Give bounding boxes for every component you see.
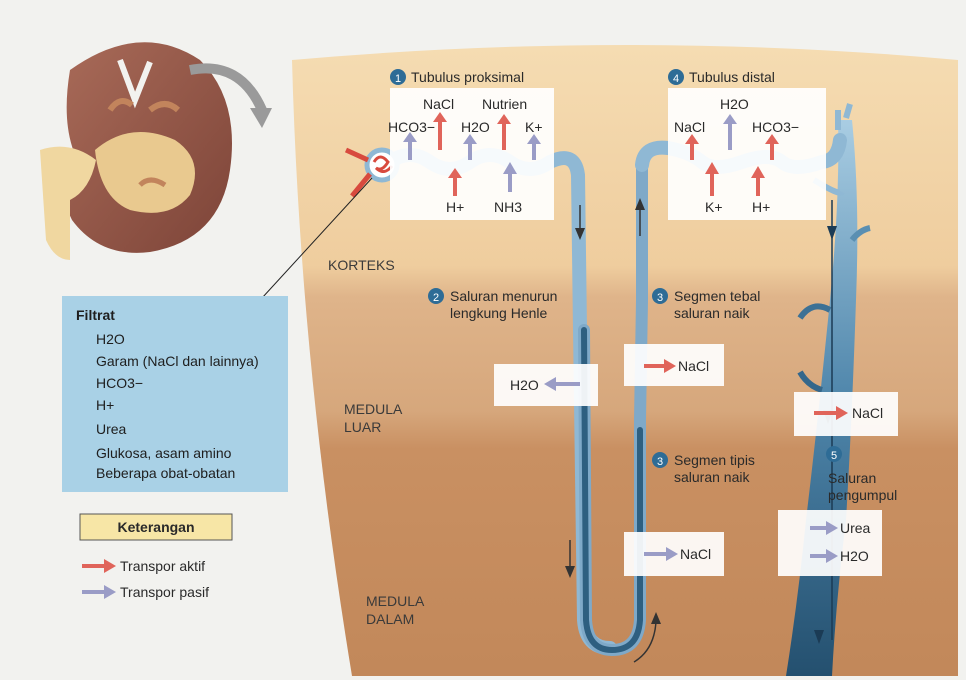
- filtrate-box: [62, 296, 288, 492]
- descending-h2o-label: H2O: [510, 377, 539, 393]
- legend-active-arrow: [104, 559, 116, 573]
- ion-hco3-distal: HCO3−: [752, 119, 799, 135]
- legend-passive-arrow: [104, 585, 116, 599]
- legend-active-label: Transpor aktif: [120, 558, 205, 574]
- section-thin-ascending-title-2: saluran naik: [674, 469, 750, 485]
- section-descending-title-1: Saluran menurun: [450, 288, 557, 304]
- kidney-illustration: [40, 42, 232, 260]
- ion-nh3: NH3: [494, 199, 522, 215]
- section-proximal-title: Tubulus proksimal: [411, 69, 524, 85]
- badge-descending-num: 2: [433, 292, 439, 304]
- thick-nacl-label: NaCl: [678, 358, 709, 374]
- zone-cortex: KORTEKS: [328, 257, 395, 273]
- badge-thin-ascending-num: 3: [657, 456, 663, 468]
- section-thin-ascending-title-1: Segmen tipis: [674, 452, 755, 468]
- collect-h2o-label: H2O: [840, 548, 869, 564]
- section-descending-title-2: lengkung Henle: [450, 305, 548, 321]
- ion-h-proximal: H+: [446, 199, 464, 215]
- ion-h2o-distal: H2O: [720, 96, 749, 112]
- legend-title: Keterangan: [117, 519, 194, 535]
- section-thick-ascending-title-2: saluran naik: [674, 305, 750, 321]
- filtrate-item-5: Urea: [96, 421, 127, 437]
- badge-distal-num: 4: [673, 73, 679, 85]
- ion-k-proximal: K+: [525, 119, 543, 135]
- collect-nacl-label: NaCl: [852, 405, 883, 421]
- filtrate-item-1: H2O: [96, 331, 125, 347]
- ion-nacl-distal: NaCl: [674, 119, 705, 135]
- zone-inner-medulla-2: DALAM: [366, 611, 414, 627]
- legend-passive-label: Transpor pasif: [120, 584, 209, 600]
- section-collecting-title-2: pengumpul: [828, 487, 897, 503]
- ion-hco3-proximal: HCO3−: [388, 119, 435, 135]
- filtrate-item-3: HCO3−: [96, 375, 143, 391]
- ion-nacl-proximal: NaCl: [423, 96, 454, 112]
- section-distal-title: Tubulus distal: [689, 69, 775, 85]
- badge-thick-ascending-num: 3: [657, 292, 663, 304]
- ion-nutrien: Nutrien: [482, 96, 527, 112]
- thin-nacl-label: NaCl: [680, 546, 711, 562]
- zone-outer-medulla-1: MEDULA: [344, 401, 403, 417]
- collect-urea-label: Urea: [840, 520, 871, 536]
- section-thick-ascending-title-1: Segmen tebal: [674, 288, 760, 304]
- filtrate-item-2: Garam (NaCl dan lainnya): [96, 353, 259, 369]
- ion-h-distal: H+: [752, 199, 770, 215]
- filtrate-item-6: Glukosa, asam amino: [96, 445, 232, 461]
- badge-collecting-num: 5: [831, 450, 837, 462]
- ion-h2o-proximal: H2O: [461, 119, 490, 135]
- zone-inner-medulla-1: MEDULA: [366, 593, 425, 609]
- section-collecting-title-1: Saluran: [828, 470, 876, 486]
- filtrate-item-4: H+: [96, 397, 114, 413]
- badge-proximal-num: 1: [395, 73, 401, 85]
- filtrate-title: Filtrat: [76, 307, 115, 323]
- zone-outer-medulla-2: LUAR: [344, 419, 381, 435]
- filtrate-item-7: Beberapa obat-obatan: [96, 465, 235, 481]
- ion-k-distal: K+: [705, 199, 723, 215]
